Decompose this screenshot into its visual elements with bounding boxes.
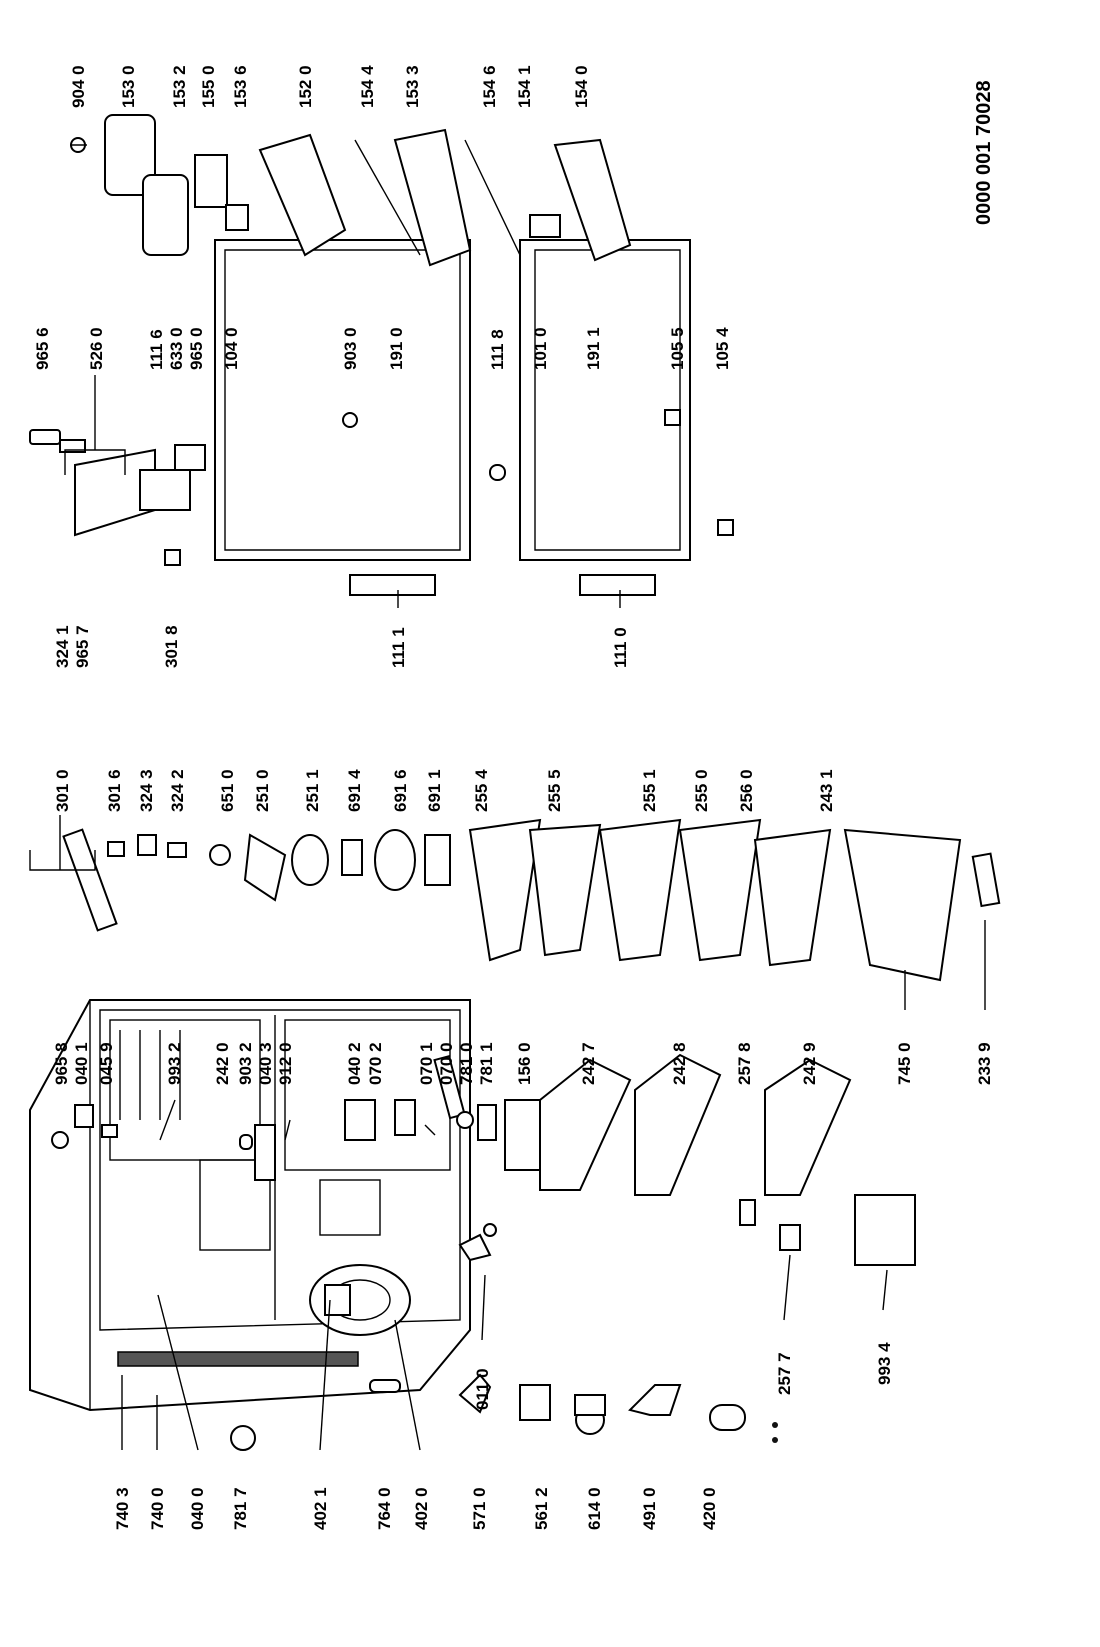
label-301-8: 301 8 — [162, 625, 181, 668]
label-257-8: 257 8 — [735, 1042, 754, 1085]
label-011-0: 011 0 — [473, 1368, 492, 1410]
label-242-0: 242 0 — [213, 1042, 232, 1085]
label-561-2: 561 2 — [532, 1487, 551, 1530]
center-left-parts — [51, 1053, 916, 1266]
label-402-0: 402 0 — [412, 1487, 431, 1530]
part-drawings — [29, 114, 1001, 1451]
label-965-7: 965 7 — [73, 625, 92, 668]
label-104-0: 104 0 — [222, 327, 241, 370]
label-233-9: 233 9 — [975, 1042, 994, 1085]
label-965-8: 965 8 — [52, 1042, 71, 1085]
label-070-2: 070 2 — [366, 1042, 385, 1085]
label-154-0: 154 0 — [572, 65, 591, 108]
label-111-1: 111 1 — [389, 627, 408, 668]
label-301-6: 301 6 — [105, 769, 124, 812]
label-255-1: 255 1 — [640, 769, 659, 812]
label-155-0: 155 0 — [199, 65, 218, 108]
label-745-0: 745 0 — [895, 1042, 914, 1085]
label-070-0: 070 0 — [437, 1042, 456, 1085]
label-633-0: 633 0 — [167, 327, 186, 370]
label-191-1: 191 1 — [584, 327, 603, 370]
label-153-3: 153 3 — [403, 65, 422, 108]
label-904-0: 904 0 — [69, 65, 88, 108]
label-691-6: 691 6 — [391, 769, 410, 812]
label-526-0: 526 0 — [87, 327, 106, 370]
door-shelves-column — [70, 114, 632, 267]
label-101-0: 101 0 — [531, 327, 550, 370]
label-251-1: 251 1 — [303, 769, 322, 812]
label-691-1: 691 1 — [425, 769, 444, 812]
label-156-0: 156 0 — [515, 1042, 534, 1085]
part-labels: 740 3 740 0 040 0 781 7 402 1 764 0 402 … — [33, 65, 995, 1530]
label-257-7: 257 7 — [775, 1352, 794, 1395]
label-111-0: 111 0 — [611, 627, 630, 668]
label-105-4: 105 4 — [713, 327, 732, 370]
label-242-9: 242 9 — [800, 1042, 819, 1085]
label-764-0: 764 0 — [375, 1487, 394, 1530]
label-105-5: 105 5 — [668, 327, 687, 370]
label-965-0: 965 0 — [187, 327, 206, 370]
label-154-1: 154 1 — [515, 65, 534, 108]
label-153-6: 153 6 — [231, 65, 250, 108]
label-402-1: 402 1 — [311, 1487, 330, 1530]
label-040-2: 040 2 — [345, 1042, 364, 1085]
label-255-0: 255 0 — [692, 769, 711, 812]
label-153-2: 153 2 — [170, 65, 189, 108]
label-255-5: 255 5 — [545, 769, 564, 812]
label-111-8: 111 8 — [488, 329, 507, 370]
label-153-0: 153 0 — [119, 65, 138, 108]
label-993-4: 993 4 — [875, 1342, 894, 1385]
label-070-1: 070 1 — [417, 1042, 436, 1085]
left-small-parts — [230, 1223, 778, 1451]
label-691-4: 691 4 — [345, 769, 364, 812]
label-242-8: 242 8 — [670, 1042, 689, 1085]
label-040-0: 040 0 — [188, 1487, 207, 1530]
label-324-1: 324 1 — [53, 625, 72, 668]
label-154-6: 154 6 — [480, 65, 499, 108]
label-045-9: 045 9 — [97, 1042, 116, 1085]
label-781-0: 781 0 — [457, 1042, 476, 1085]
label-154-4: 154 4 — [358, 65, 377, 108]
leader-lines — [29, 144, 986, 1451]
label-651-0: 651 0 — [218, 769, 237, 812]
label-912-0: 912 0 — [276, 1042, 295, 1085]
label-781-1: 781 1 — [477, 1042, 496, 1085]
label-903-2: 903 2 — [236, 1042, 255, 1085]
document-number: 0000 001 70028 — [973, 80, 995, 225]
label-965-6: 965 6 — [33, 327, 52, 370]
freezer-door-parts — [29, 239, 734, 596]
label-324-2: 324 2 — [168, 769, 187, 812]
label-324-3: 324 3 — [137, 769, 156, 812]
label-993-2: 993 2 — [165, 1042, 184, 1085]
label-243-1: 243 1 — [817, 769, 836, 812]
label-242-7: 242 7 — [579, 1042, 598, 1085]
label-740-3: 740 3 — [113, 1487, 132, 1530]
label-614-0: 614 0 — [585, 1487, 604, 1530]
label-251-0: 251 0 — [253, 769, 272, 812]
label-420-0: 420 0 — [700, 1487, 719, 1530]
label-256-0: 256 0 — [737, 769, 756, 812]
label-903-0: 903 0 — [341, 327, 360, 370]
label-571-0: 571 0 — [470, 1487, 489, 1530]
label-040-1: 040 1 — [72, 1042, 91, 1085]
label-255-4: 255 4 — [472, 769, 491, 812]
label-111-6: 111 6 — [147, 329, 166, 370]
shelves-column — [62, 818, 1001, 982]
label-740-0: 740 0 — [148, 1487, 167, 1530]
label-301-0: 301 0 — [53, 769, 72, 812]
label-491-0: 491 0 — [640, 1487, 659, 1530]
label-191-0: 191 0 — [387, 327, 406, 370]
label-152-0: 152 0 — [296, 65, 315, 108]
label-040-3: 040 3 — [256, 1042, 275, 1085]
label-781-7: 781 7 — [231, 1487, 250, 1530]
